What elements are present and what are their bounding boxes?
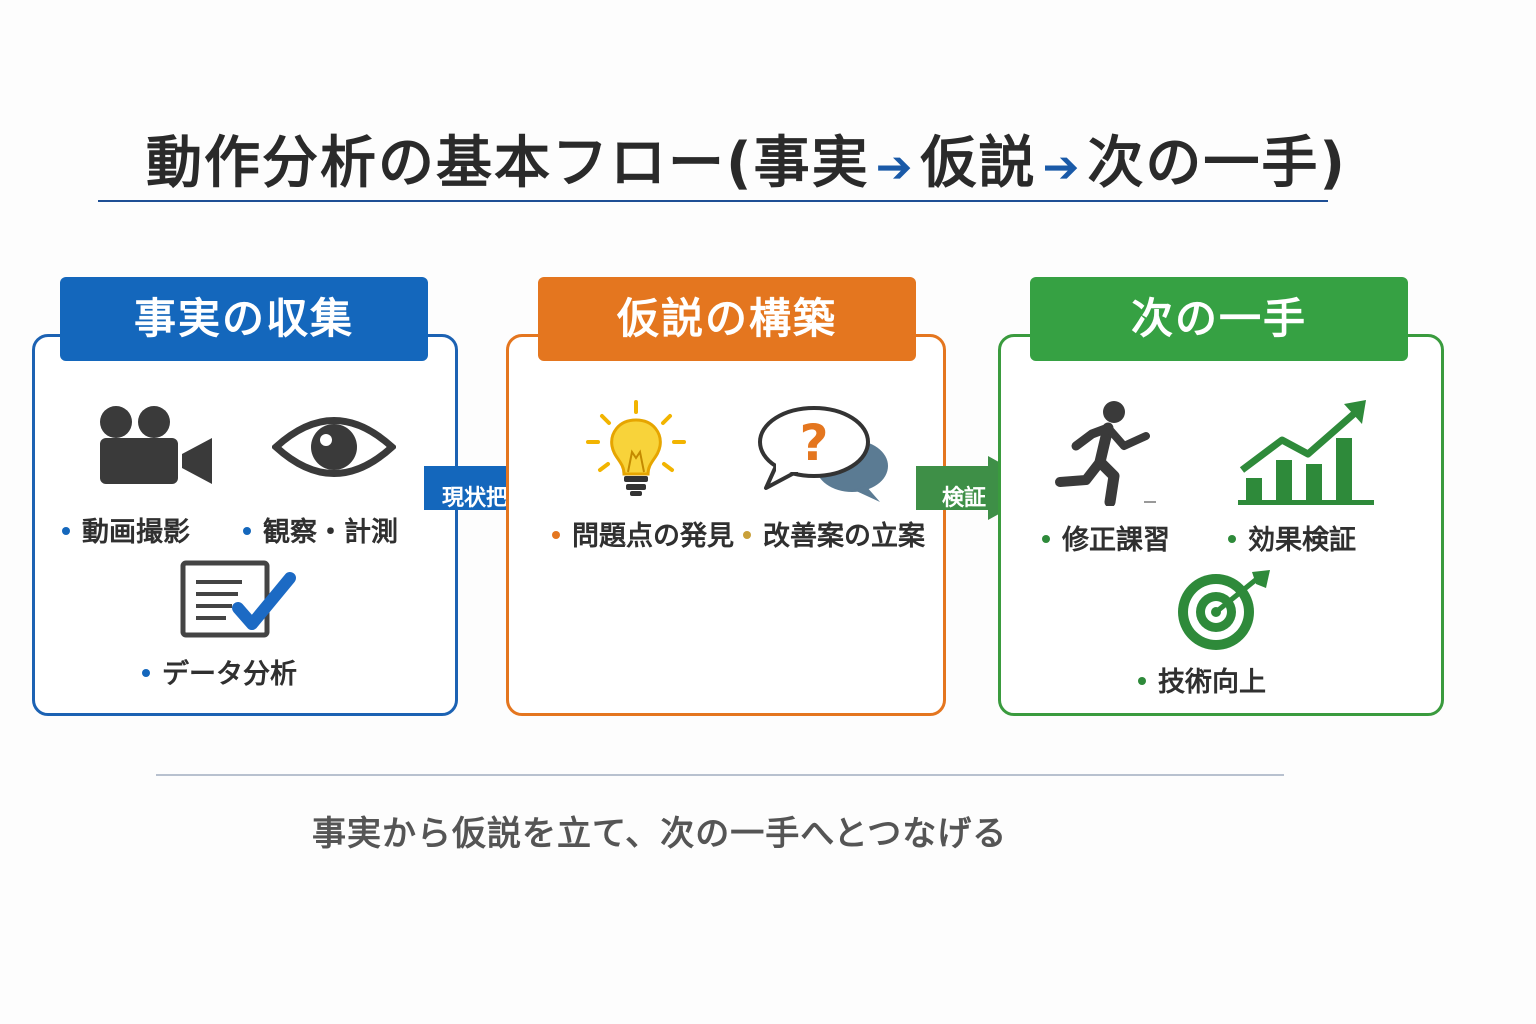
video-camera-icon bbox=[100, 406, 212, 484]
diagram-title: 動作分析の基本フロー(事実➔仮説➔次の一手) bbox=[146, 118, 1345, 199]
question-speech-bubble-icon: ? bbox=[758, 406, 888, 502]
title-part-hypothesis: 仮説 bbox=[920, 131, 1037, 196]
title-arrow-icon: ➔ bbox=[875, 142, 915, 193]
checklist-icon bbox=[180, 560, 296, 638]
bullet-dot bbox=[743, 530, 751, 539]
panel-header-fact-collection: 事実の収集 bbox=[60, 277, 428, 361]
list-item: 改善案の立案 bbox=[743, 514, 925, 553]
list-item: 動画撮影 bbox=[62, 510, 190, 549]
title-divider bbox=[98, 200, 1328, 202]
title-part-fact: 動作分析の基本フロー(事実 bbox=[146, 131, 870, 196]
list-item-label: 改善案の立案 bbox=[763, 521, 925, 552]
light-bulb-icon bbox=[586, 400, 686, 496]
list-item-label: 観察・計測 bbox=[263, 517, 398, 548]
bullet-dot bbox=[62, 526, 70, 535]
list-item: 技術向上 bbox=[1138, 660, 1266, 699]
list-item-label: 技術向上 bbox=[1158, 667, 1266, 698]
bullet-dot bbox=[1138, 676, 1146, 685]
list-item-label: 効果検証 bbox=[1248, 525, 1356, 556]
bullet-dot bbox=[243, 526, 251, 535]
panel-hypothesis-building bbox=[506, 334, 946, 716]
bullet-dot bbox=[552, 530, 560, 539]
running-person-icon bbox=[1055, 401, 1156, 506]
list-item-label: 動画撮影 bbox=[82, 517, 190, 548]
flow-arrow-label: 検証 bbox=[942, 486, 987, 511]
svg-text:?: ? bbox=[799, 414, 828, 472]
target-icon bbox=[1178, 570, 1270, 650]
list-item-label: 問題点の発見 bbox=[572, 521, 734, 552]
list-item: データ分析 bbox=[142, 652, 297, 691]
list-item: 観察・計測 bbox=[243, 510, 398, 549]
panel-fact-collection bbox=[32, 334, 458, 716]
eye-icon bbox=[272, 417, 396, 477]
list-item-label: 修正課習 bbox=[1062, 525, 1170, 556]
growth-chart-icon bbox=[1238, 400, 1374, 505]
title-part-next-move: 次の一手) bbox=[1087, 131, 1347, 196]
panel-header-next-move: 次の一手 bbox=[1030, 277, 1408, 361]
bullet-dot bbox=[1042, 534, 1050, 543]
list-item-label: データ分析 bbox=[162, 659, 297, 690]
list-item: 効果検証 bbox=[1228, 518, 1356, 557]
title-arrow-icon: ➔ bbox=[1042, 142, 1082, 193]
panel-next-move bbox=[998, 334, 1444, 716]
list-item: 修正課習 bbox=[1042, 518, 1170, 557]
bullet-dot bbox=[142, 668, 150, 677]
summary-caption: 事実から仮説を立て、次の一手へとつなげる bbox=[312, 814, 1008, 854]
bullet-dot bbox=[1228, 534, 1236, 543]
bottom-divider bbox=[156, 774, 1284, 776]
panel-header-hypothesis-building: 仮説の構築 bbox=[538, 277, 916, 361]
list-item: 問題点の発見 bbox=[552, 514, 734, 553]
